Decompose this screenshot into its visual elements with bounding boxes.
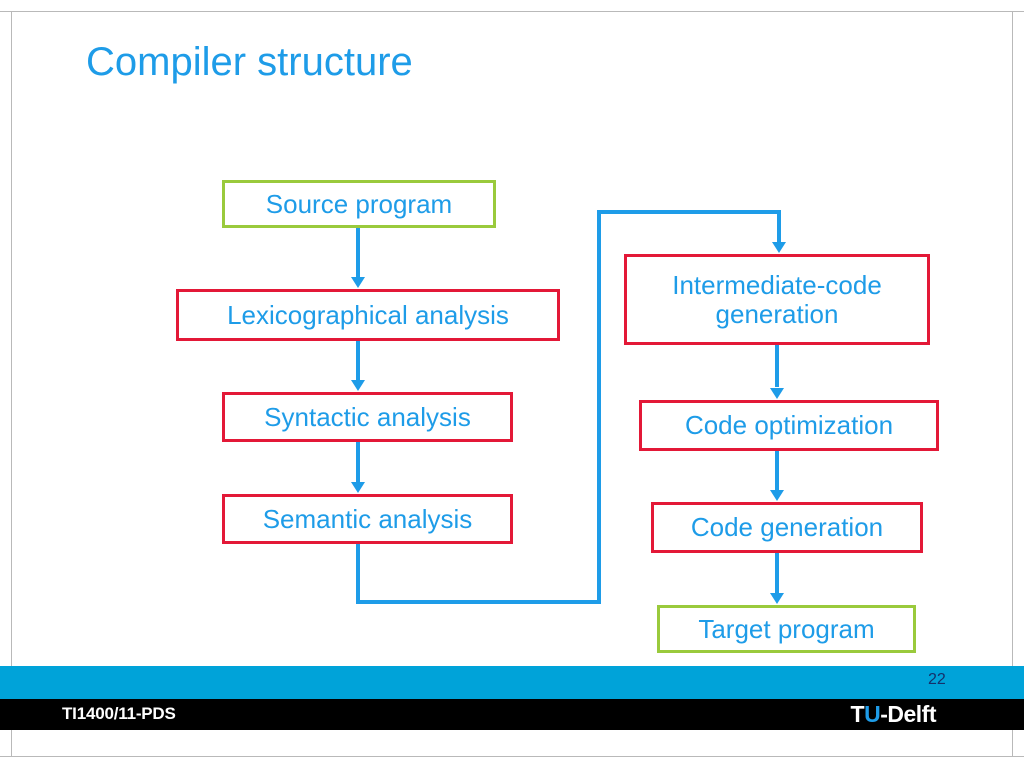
logo-accent-letter: U [864,701,881,727]
slide-border-left [11,11,12,757]
node-label: Syntactic analysis [264,401,471,432]
arrowhead-code-optimization [770,388,784,399]
logo-prefix: T [850,701,865,727]
footer-course-code: TI1400/11-PDS [62,704,176,723]
edge-semantic-to-intermediate-drop [777,210,781,244]
footer-cyan-band [0,666,1024,699]
node-label: Target program [698,613,875,644]
page-title: Compiler structure [86,40,413,84]
node-code-optimization: Code optimization [639,400,939,451]
node-label: Code optimization [684,410,894,441]
node-label: Semantic analysis [262,503,473,534]
node-label: Code generation [690,512,884,543]
slide-border-bottom [0,756,1024,757]
node-code-generation: Code generation [651,502,923,553]
node-label: Lexicographical analysis [227,299,509,330]
footer-black-band [0,699,1024,730]
node-label: Intermediate-code generation [672,270,882,329]
edge-semantic-to-intermediate-right [356,600,601,604]
arrowhead-target-program [770,593,784,604]
node-intermediate-code-generation: Intermediate-code generation [624,254,930,345]
node-syntactic-analysis: Syntactic analysis [222,392,513,442]
edge-source-to-lexicographical [356,228,360,278]
arrowhead-semantic [351,482,365,493]
edge-semantic-to-intermediate-up [597,210,601,604]
edge-lexicographical-to-syntactic [356,341,360,382]
edge-semantic-to-intermediate-top [597,210,781,214]
node-source-program: Source program [222,180,496,228]
arrowhead-code-generation [770,490,784,501]
arrowhead-syntactic [351,380,365,391]
arrowhead-intermediate-code-generation [772,242,786,253]
slide-border-top [0,11,1024,12]
arrowhead-lexicographical [351,277,365,288]
node-lexicographical-analysis: Lexicographical analysis [176,289,560,341]
logo-suffix: -Delft [880,701,936,727]
slide-border-right [1012,11,1013,757]
edge-generation-to-target [775,553,779,594]
edge-intermediate-to-optimization [775,345,779,387]
edge-optimization-to-generation [775,451,779,491]
edge-semantic-to-intermediate-down [356,544,360,604]
edge-syntactic-to-semantic [356,442,360,483]
node-target-program: Target program [657,605,916,653]
page-number: 22 [928,671,946,688]
node-semantic-analysis: Semantic analysis [222,494,513,544]
tu-delft-logo: TU-Delft [850,701,937,728]
node-label: Source program [265,188,453,219]
